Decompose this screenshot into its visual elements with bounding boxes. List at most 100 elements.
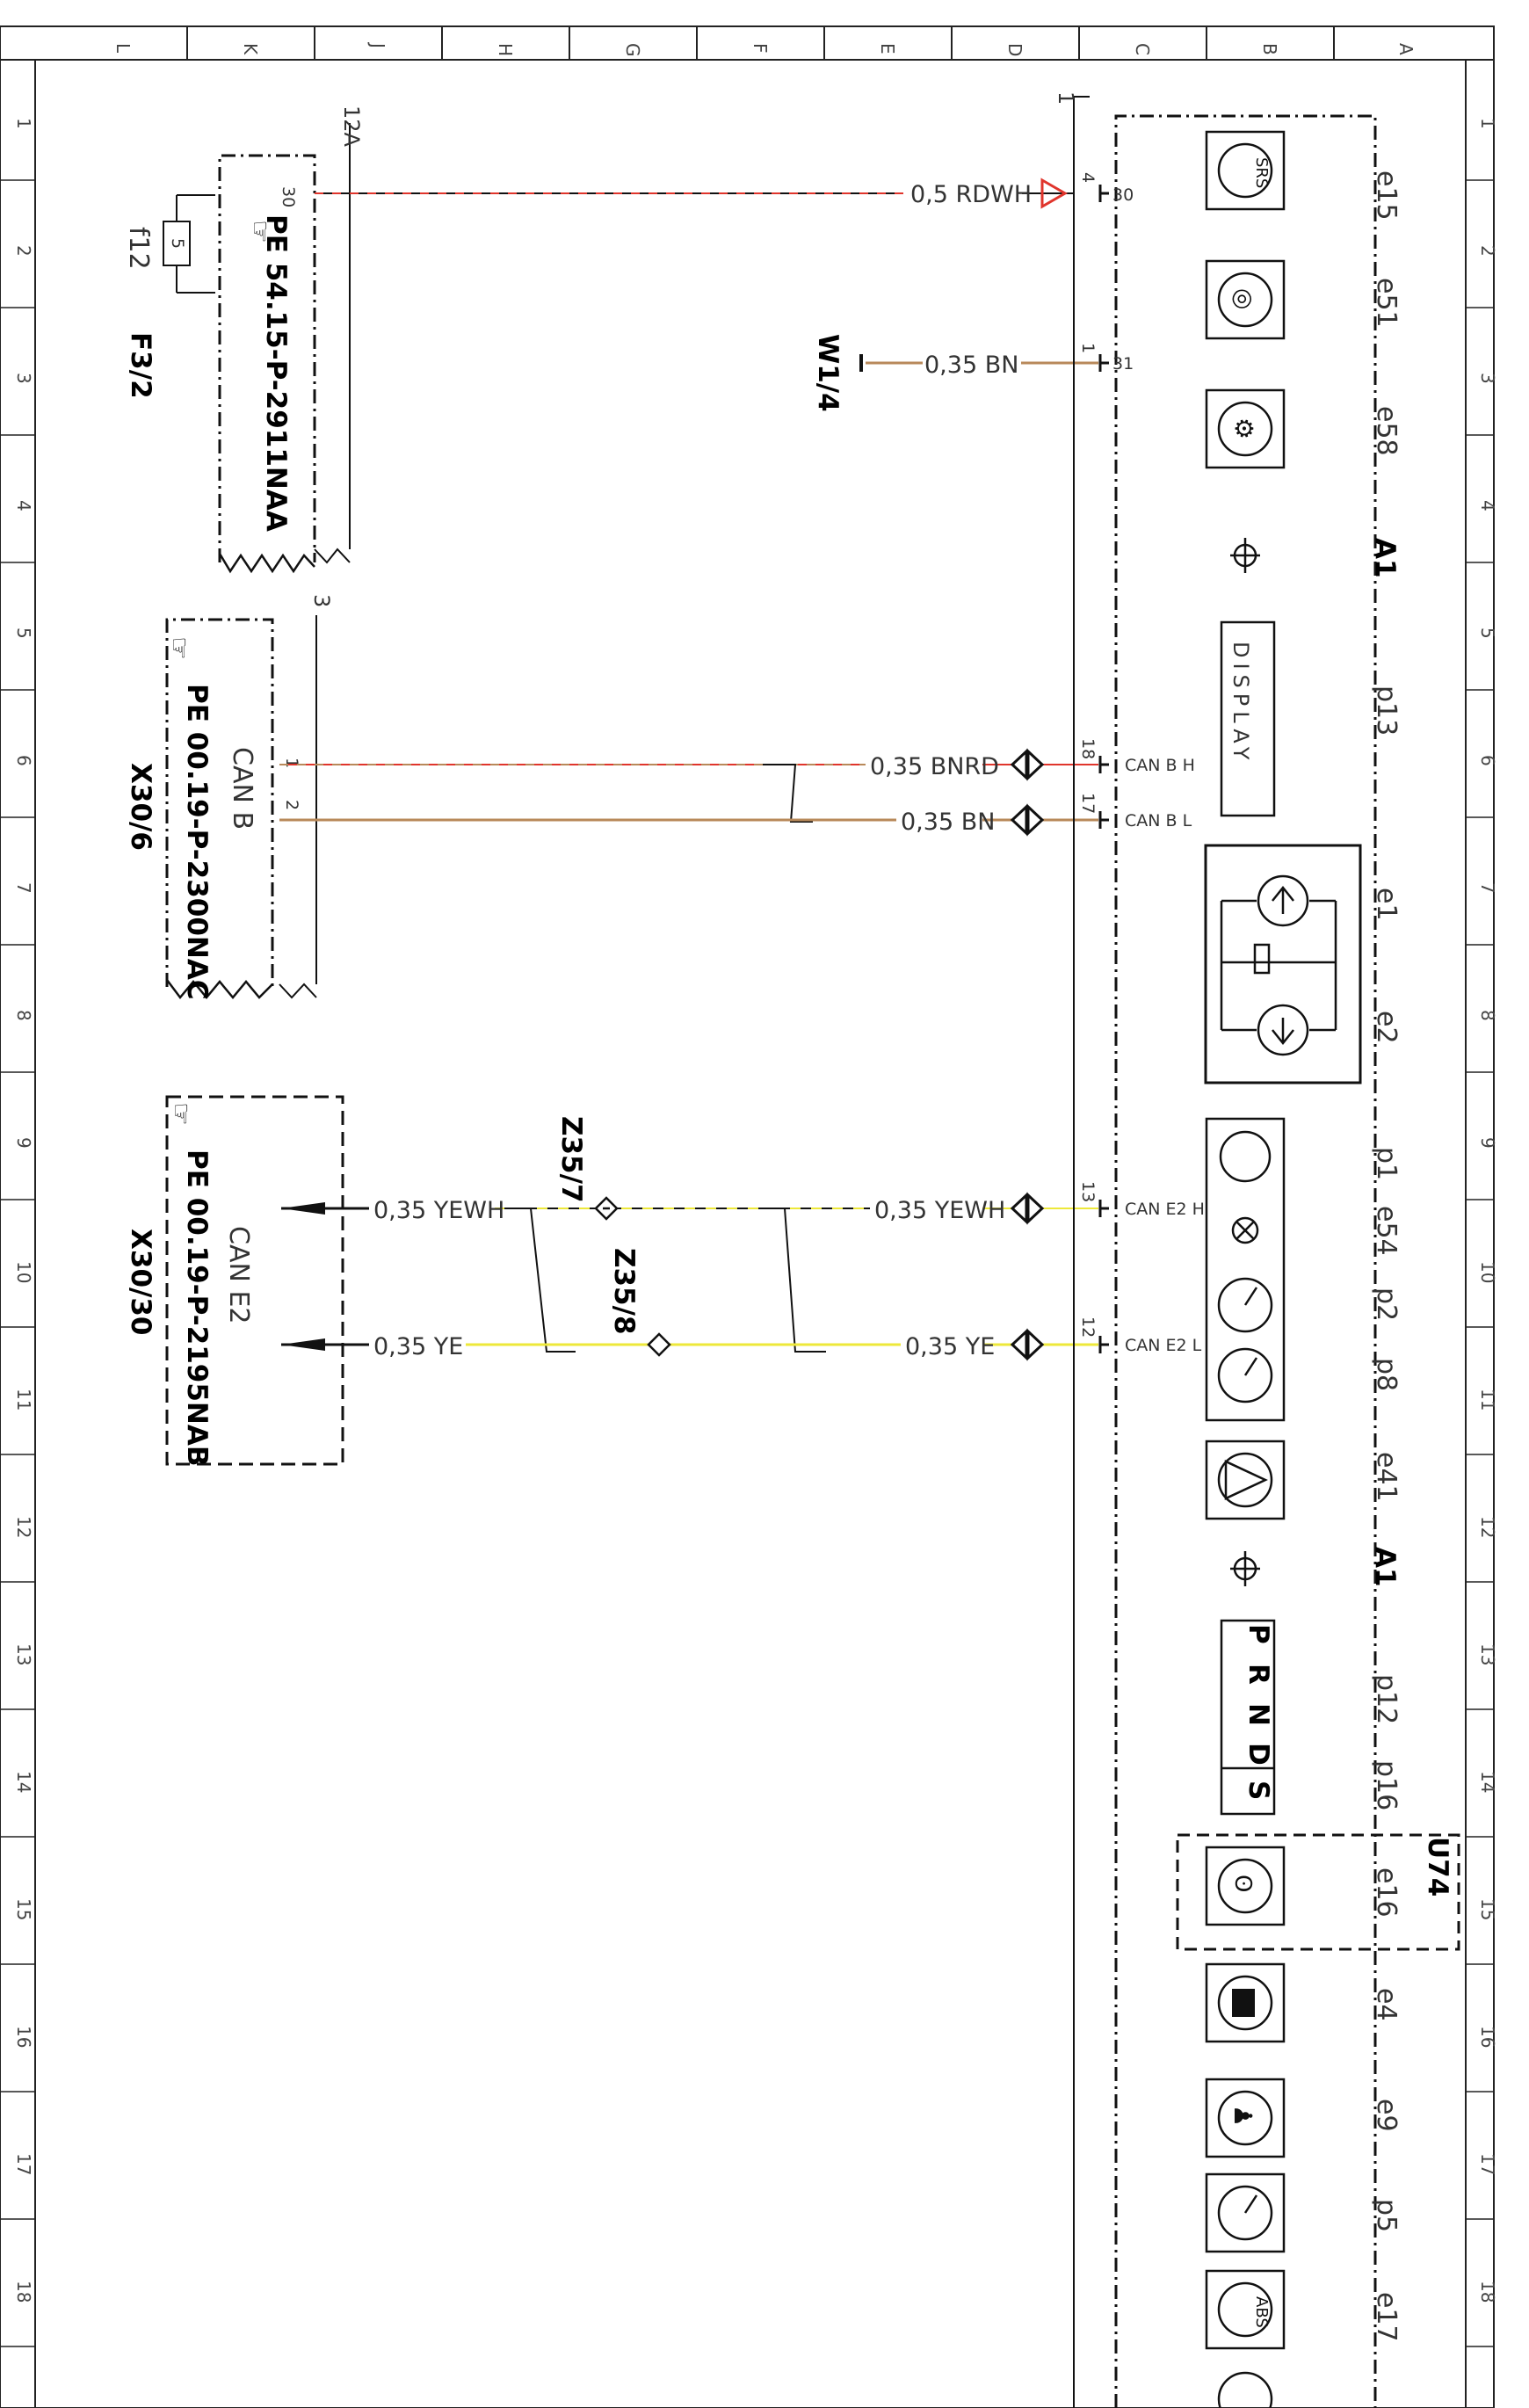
wire-yewh: [281, 1207, 1098, 1353]
gauge-icon: [1243, 2194, 1258, 2214]
row-number: 8: [1477, 1010, 1498, 1021]
row-number: 12: [1477, 1516, 1498, 1538]
component-label: U74: [1422, 1837, 1453, 1897]
can-b-connector-number: 3: [309, 594, 334, 607]
pin-number: 18: [1078, 738, 1098, 759]
col-letter: C: [1132, 43, 1153, 55]
can-b-box: [165, 615, 317, 1000]
wire-label-ye-right: 0,35 YE: [905, 1333, 995, 1360]
row-number: 14: [1477, 1771, 1498, 1793]
component-label: e2: [1371, 1011, 1402, 1044]
arrow-left-icon: [281, 1338, 325, 1351]
col-letter: H: [495, 43, 516, 56]
pin-label: CAN B L: [1125, 811, 1192, 830]
row-number: 13: [13, 1643, 34, 1665]
fuse-element-label: f12: [123, 227, 154, 270]
pin-label: CAN B H: [1125, 756, 1195, 775]
component-label: p13: [1371, 685, 1402, 736]
pin-number: 1: [1078, 343, 1098, 353]
row-number: 8: [13, 1010, 34, 1021]
wire-bnrd: [279, 764, 1098, 823]
component-label: A1: [1369, 1547, 1401, 1587]
row-number: 15: [13, 1898, 34, 1920]
hand-icon: ☞: [244, 220, 275, 243]
fuse-pin: 30: [279, 186, 298, 207]
wire-label-yewh-right: 0,35 YEWH: [874, 1197, 1005, 1224]
seatbelt-icon: ◎: [1229, 288, 1258, 309]
row-number: 2: [13, 245, 34, 257]
can-b-id: X30/6: [125, 763, 156, 851]
gear-letter: R: [1243, 1664, 1274, 1685]
wire-bn-ground: [859, 354, 1098, 372]
row-number: 18: [1477, 2281, 1498, 2303]
row-number: 2: [1477, 245, 1498, 257]
can-b-pin-h: 1: [282, 758, 301, 768]
ground-id: W1/4: [812, 334, 844, 412]
row-number: 16: [1477, 2026, 1498, 2048]
component-label: p5: [1371, 2199, 1402, 2232]
wire-label-bn-canb: 0,35 BN: [901, 809, 995, 836]
row-number: 11: [13, 1389, 34, 1411]
splice-z35-7-icon: [594, 1196, 619, 1221]
splice-z35-7-label: Z35/7: [555, 1116, 587, 1203]
fuse-id: F3/2: [125, 332, 156, 399]
row-number: 5: [13, 627, 34, 639]
connector-pair-canb: [1010, 748, 1045, 837]
pin-number: 13: [1078, 1181, 1098, 1202]
component-label: e9: [1371, 2099, 1402, 2132]
component-label: e1: [1371, 888, 1402, 921]
component-label: p1: [1371, 1147, 1402, 1180]
gauge-icons: [1217, 1130, 1273, 1586]
fuse-connector-number: 12A: [339, 105, 364, 148]
row-number: 13: [1477, 1643, 1498, 1665]
abs-icon: ABS: [1252, 2296, 1271, 2328]
cluster-frame: [1073, 96, 1460, 2408]
component-label: e54: [1371, 1206, 1402, 1256]
row-number: 17: [13, 2153, 34, 2175]
col-letter: J: [367, 41, 388, 48]
gear-letter: N: [1243, 1703, 1274, 1726]
col-letter: B: [1259, 43, 1280, 55]
row-number: 10: [1477, 1261, 1498, 1283]
component-label: e4: [1371, 1988, 1402, 2021]
gear-letter: P: [1243, 1624, 1274, 1644]
pin-label: CAN E2 H: [1125, 1200, 1205, 1219]
can-e2-ref: PE 00.19-P-2195NAB: [181, 1150, 213, 1467]
component-label: p16: [1371, 1760, 1402, 1810]
component-label: A1: [1369, 538, 1401, 578]
row-number: 16: [13, 2026, 34, 2048]
row-numbers: 1 2 3 4 5 6 7 8 9 10 11 12 13 14 15 16 1…: [13, 118, 1498, 2303]
wire-label-bn-ground: 0,35 BN: [924, 352, 1018, 379]
row-number: 17: [1477, 2153, 1498, 2175]
row-number: 3: [1477, 373, 1498, 384]
pin-label: 31: [1112, 354, 1134, 374]
glow-plug-icon: ʘ: [1229, 1875, 1256, 1892]
splice-z35-8-icon: [647, 1332, 671, 1357]
col-letter: A: [1395, 43, 1417, 55]
pin-number: 12: [1078, 1316, 1098, 1338]
sheet-frame: [0, 25, 1495, 2408]
component-label: e41: [1371, 1452, 1402, 1502]
can-e2-id: X30/30: [125, 1229, 156, 1336]
lamp-rays: [1230, 538, 1260, 573]
can-b-title: CAN B: [227, 747, 257, 830]
pin-label: CAN E2 L: [1125, 1336, 1202, 1355]
col-letter: F: [750, 43, 771, 54]
turn-signal-circuit: [1220, 874, 1337, 1056]
gear-letter: S: [1243, 1781, 1274, 1800]
fuse-box-f3-2: [163, 123, 351, 574]
fuse-rating: 5: [168, 238, 187, 249]
wire-label-bnrd: 0,35 BNRD: [870, 753, 999, 780]
cluster-pins: [1098, 185, 1109, 1353]
wire-label-rdwh: 0,5 RDWH: [910, 181, 1032, 208]
connector-pair-cane2: [1010, 1192, 1045, 1361]
row-number: 4: [1477, 500, 1498, 511]
can-b-pin-l: 2: [282, 800, 301, 810]
row-number: 6: [1477, 755, 1498, 766]
row-number: 14: [13, 1771, 34, 1793]
display-text: DISPLAY: [1228, 642, 1253, 765]
pin-number: 4: [1078, 172, 1098, 183]
cluster-connector-number: 1: [1054, 91, 1078, 105]
row-number: 5: [1477, 627, 1498, 639]
